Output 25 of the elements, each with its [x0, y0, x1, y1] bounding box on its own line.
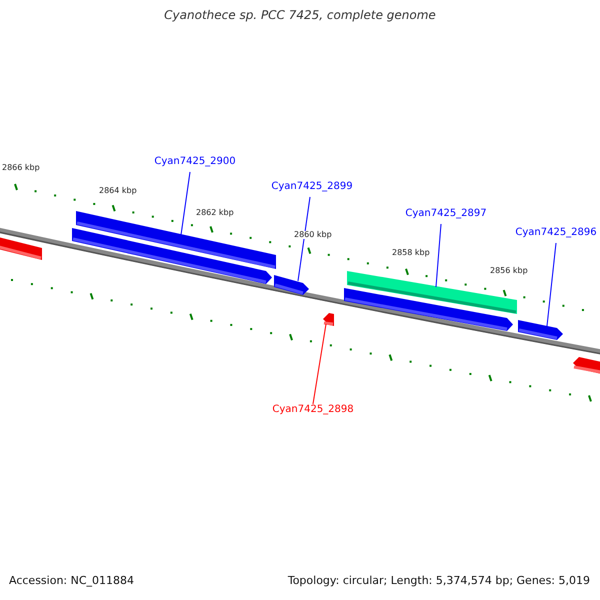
gene-feature: [573, 357, 600, 374]
gene-label: Cyan7425_2896: [515, 228, 597, 238]
gene-feature: [274, 275, 309, 295]
leader-line: [298, 196, 310, 282]
scale-label: 2860 kbp: [294, 231, 332, 239]
title: Cyanothece sp. PCC 7425, complete genome: [163, 9, 437, 21]
gene-feature: [323, 313, 334, 326]
leader-line: [180, 172, 190, 236]
gene-label: Cyan7425_2898: [272, 405, 354, 415]
gene-label: Cyan7425_2900: [154, 157, 236, 167]
scale-label: 2864 kbp: [99, 187, 137, 195]
leader-line: [436, 224, 442, 288]
gene-feature: [518, 320, 563, 340]
scale-label: 2856 kbp: [490, 267, 528, 275]
gene-label: Cyan7425_2899: [271, 182, 353, 192]
leader-line: [312, 324, 326, 404]
scale-label: 2866 kbp: [2, 164, 40, 172]
scale-label: 2862 kbp: [196, 209, 234, 217]
gene-bar: [0, 237, 42, 260]
leader-line: [546, 242, 556, 326]
genome-summary-text: Topology: circular; Length: 5,374,574 bp; Genes: 5,019: [288, 575, 590, 586]
gene-feature: [72, 228, 272, 284]
scale-label: 2858 kbp: [392, 249, 430, 257]
gene-label: Cyan7425_2897: [405, 209, 487, 219]
accession-text: Accession: NC_011884: [9, 575, 134, 586]
